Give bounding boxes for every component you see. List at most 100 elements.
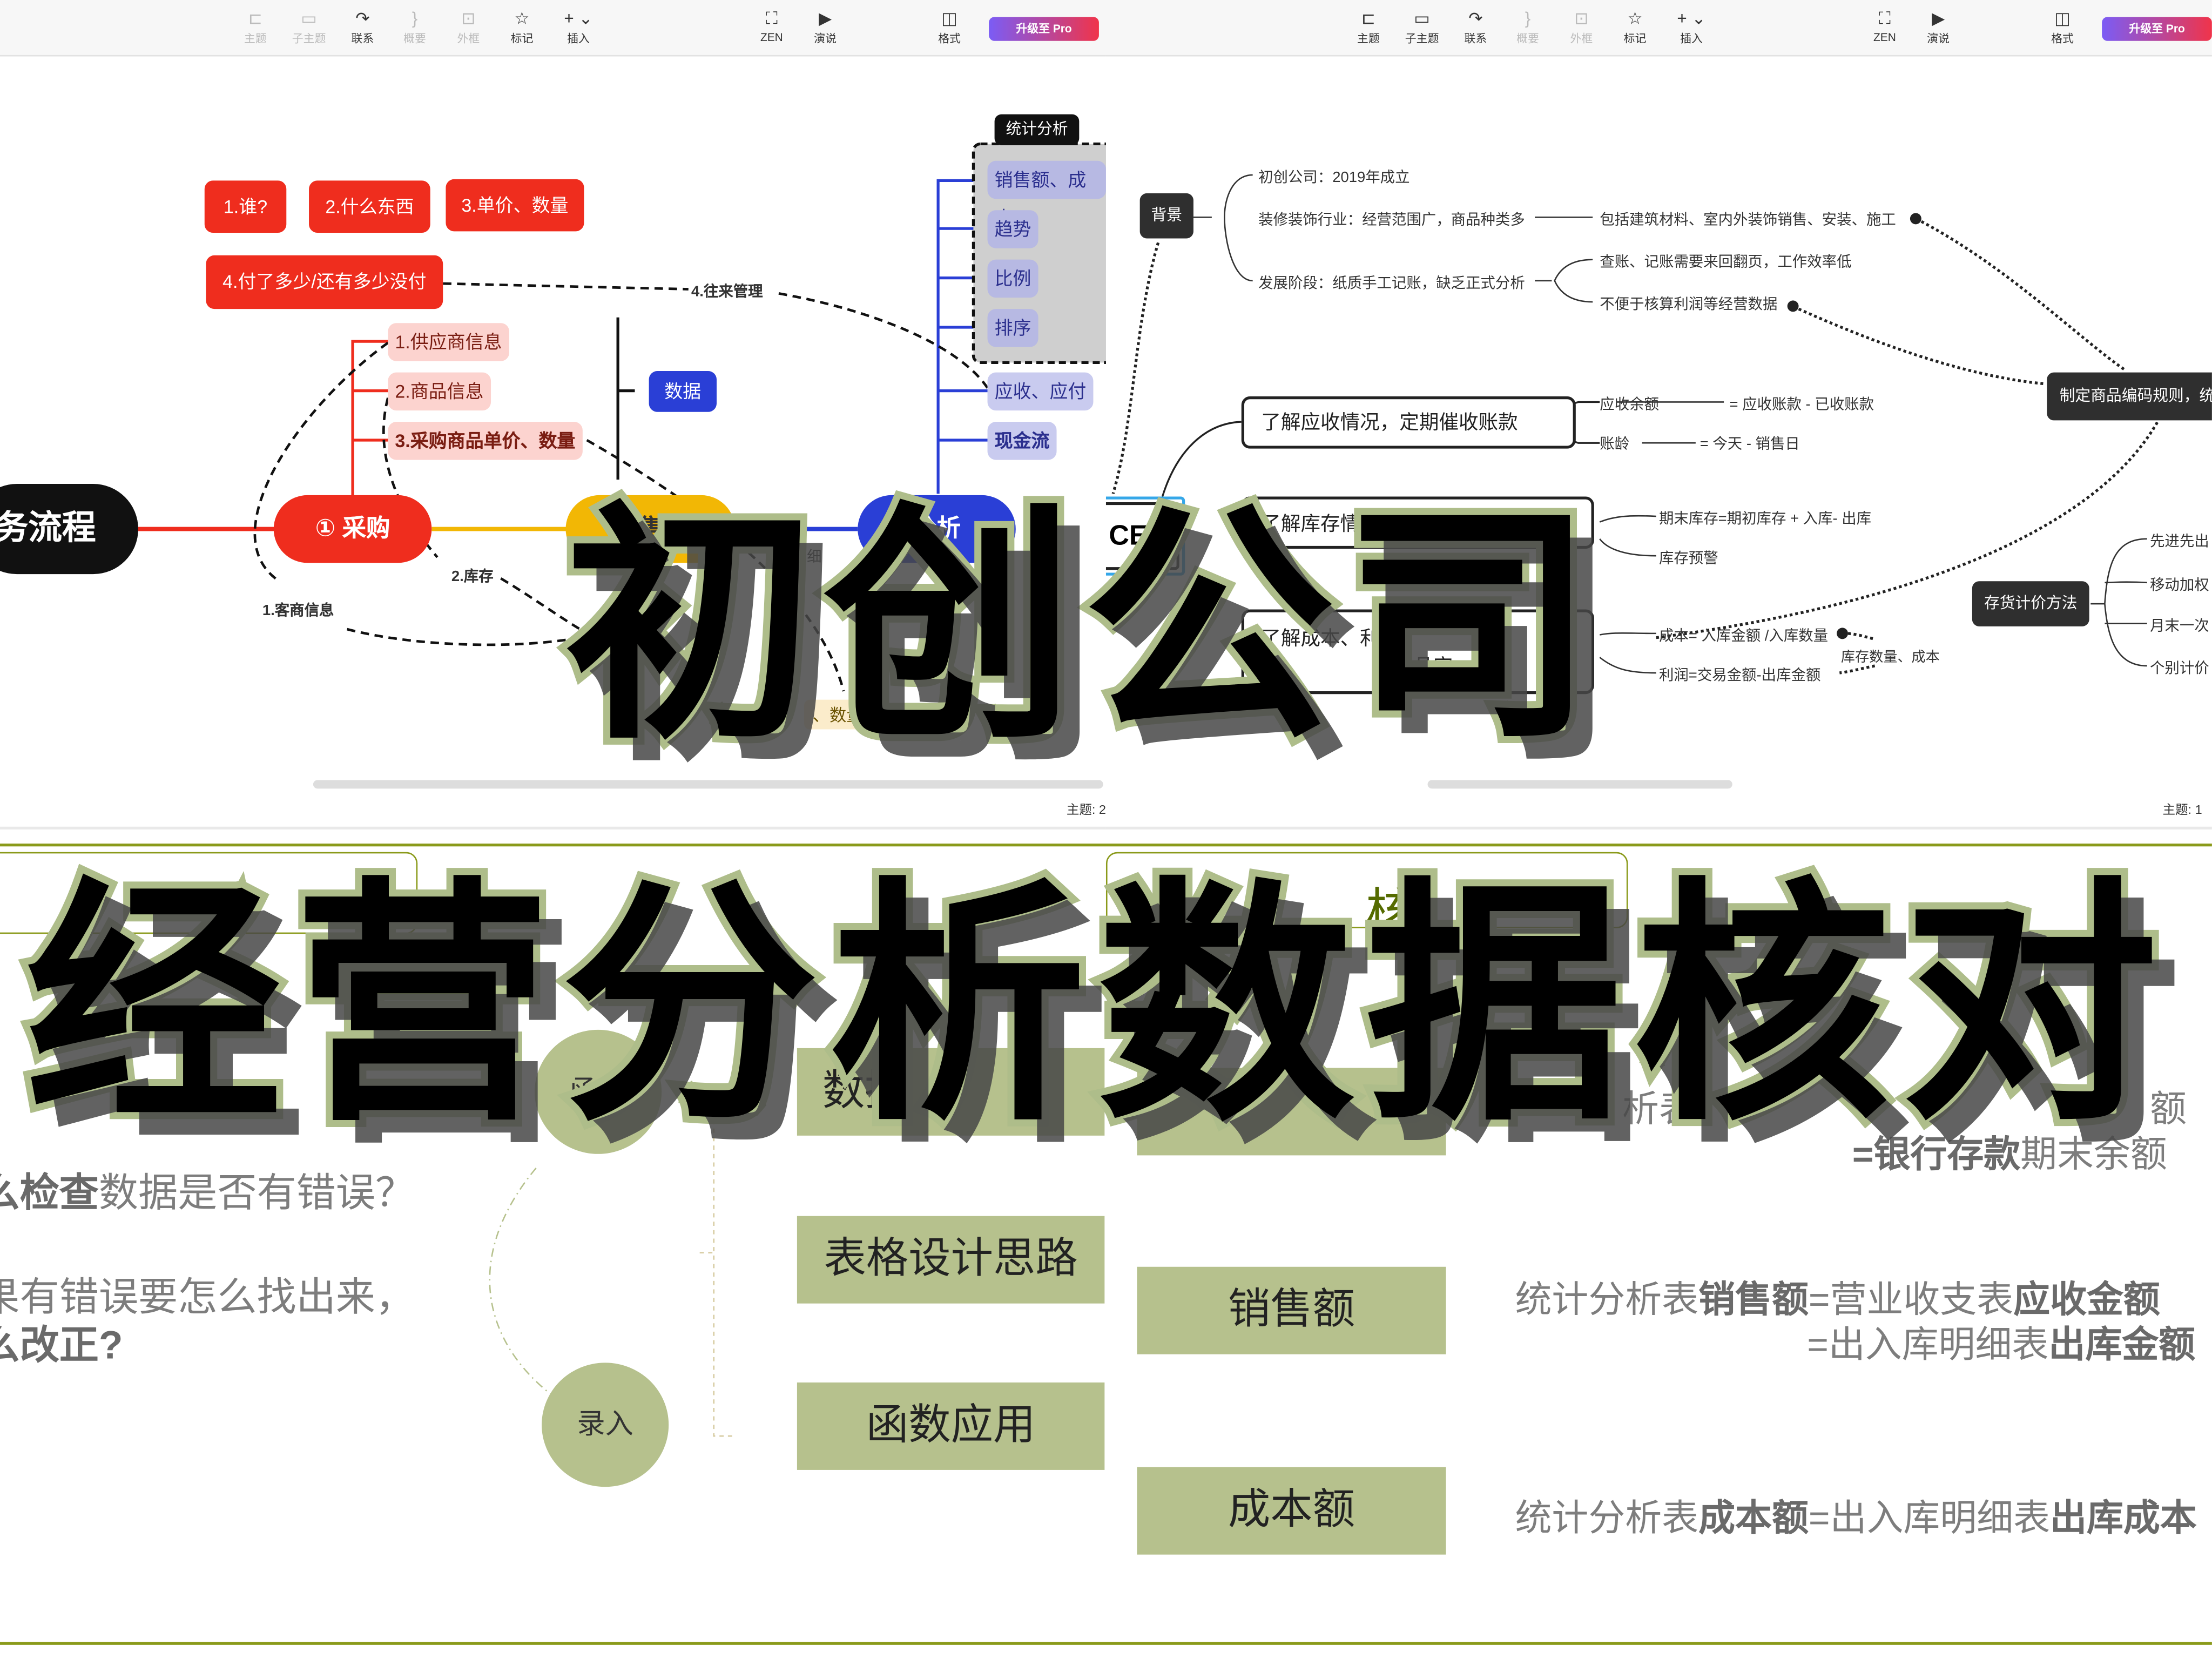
function-apply-box: 函数应用 bbox=[797, 1382, 1105, 1470]
insert-button[interactable]: + ⌄插入 bbox=[553, 9, 604, 47]
question-node[interactable]: 2.什么东西 bbox=[309, 180, 430, 233]
analysis-child-node[interactable]: 趋势 bbox=[987, 210, 1038, 248]
plus-icon: + ⌄ bbox=[1677, 8, 1706, 29]
label: 插入 bbox=[567, 32, 590, 45]
cost-box: 成本额 bbox=[1137, 1467, 1446, 1555]
cost-item[interactable]: 成本= 入库金额 /入库数量 bbox=[1658, 628, 1829, 645]
upgrade-pro-button[interactable]: 升级至 Pro bbox=[2102, 17, 2212, 41]
summary-button[interactable]: }概要 bbox=[389, 9, 440, 47]
excel-node-selected[interactable]: CEL bbox=[1105, 496, 1185, 576]
t: 么 bbox=[0, 1171, 20, 1215]
quantity-node[interactable]: 、数量 bbox=[804, 699, 872, 730]
label: 联系 bbox=[351, 32, 374, 45]
marker-button[interactable]: ☆标记 bbox=[1610, 9, 1661, 47]
summary-button[interactable]: }概要 bbox=[1502, 9, 1553, 47]
background-item[interactable]: 装修装饰行业：经营范围广，商品种类多 bbox=[1258, 211, 1525, 229]
background-item[interactable]: 初创公司：2019年成立 bbox=[1258, 169, 1410, 186]
background-subitem[interactable]: 不便于核算利润等经营数据 bbox=[1600, 296, 1778, 313]
boundary-icon: ⊡ bbox=[1574, 8, 1589, 29]
subtopic-button[interactable]: ▭子主题 bbox=[1397, 9, 1447, 47]
analysis-child-node[interactable]: 现金流 bbox=[987, 422, 1057, 460]
inventory-item[interactable]: 库存预警 bbox=[1658, 550, 1718, 568]
format-button[interactable]: ◫格式 bbox=[2037, 9, 2088, 47]
analysis-child-node[interactable]: 排序 bbox=[987, 309, 1038, 347]
topic-button[interactable]: ⊏主题 bbox=[1343, 9, 1394, 47]
t: 检查 bbox=[19, 1171, 99, 1215]
cost-profit-node[interactable]: 了解成本、利及产品定 bbox=[1241, 609, 1594, 694]
valuation-item[interactable]: 个别计价 bbox=[2149, 660, 2209, 677]
analysis-child-node[interactable]: 销售额、成本 bbox=[987, 160, 1106, 228]
panel-icon: ◫ bbox=[941, 8, 957, 29]
background-subitem[interactable]: 查账、记账需要来回翻页，工作效率低 bbox=[1600, 254, 1852, 271]
purchase-child-node[interactable]: 3.采购商品单价、数量 bbox=[388, 422, 583, 460]
insert-button[interactable]: + ⌄插入 bbox=[1666, 9, 1717, 47]
topic-count: 主题: 1 bbox=[2162, 802, 2202, 817]
label: ZEN bbox=[1873, 31, 1896, 44]
marker-button[interactable]: ☆标记 bbox=[496, 9, 547, 47]
purchase-child-node[interactable]: 2.商品信息 bbox=[388, 372, 491, 411]
horizontal-scrollbar[interactable] bbox=[1427, 780, 1732, 789]
horizontal-scrollbar[interactable] bbox=[313, 780, 1103, 789]
boundary-icon: ⊡ bbox=[461, 8, 476, 29]
background-node[interactable]: 背景 bbox=[1139, 193, 1193, 239]
boundary-button[interactable]: ⊡外框 bbox=[1556, 9, 1607, 47]
mindmap-panel-left: ⊏主题 ▭子主题 ↷联系 }概要 ⊡外框 ☆标记 + ⌄插入 ⛶ZEN ▶演说 … bbox=[0, 0, 1106, 830]
t: =出入库明细表 bbox=[1808, 1496, 2051, 1539]
analysis-node[interactable]: 分析 bbox=[858, 495, 1016, 563]
valuation-item[interactable]: 月末一次 bbox=[2149, 618, 2209, 635]
play-icon: ▶ bbox=[1932, 8, 1945, 29]
valuation-item[interactable]: 移动加权 bbox=[2149, 577, 2209, 594]
slide-bottom-rule bbox=[0, 1642, 2212, 1644]
subtopic-button[interactable]: ▭子主题 bbox=[284, 9, 334, 47]
label: 格式 bbox=[2051, 32, 2074, 45]
stats-boundary-label: 统计分析 bbox=[994, 114, 1080, 146]
slide-connectors bbox=[489, 1111, 734, 1437]
zen-button[interactable]: ⛶ ZEN bbox=[1859, 9, 1910, 44]
t: 出库成本 bbox=[2050, 1496, 2197, 1539]
sales-node[interactable]: 售 bbox=[565, 495, 735, 563]
fullscreen-icon: ⛶ bbox=[1878, 8, 1891, 29]
format-button[interactable]: ◫ 格式 bbox=[924, 9, 975, 47]
topic-button[interactable]: ⊏主题 bbox=[230, 9, 281, 47]
inventory-node[interactable]: 了解库存情况，及时补货，处理积压 bbox=[1241, 496, 1594, 549]
summary-icon: } bbox=[412, 8, 418, 29]
overlay-title-line2: 经营分析数据核对 bbox=[18, 851, 2170, 1161]
upgrade-pro-button[interactable]: 升级至 Pro bbox=[989, 17, 1099, 41]
question-node[interactable]: 1.谁? bbox=[204, 180, 287, 233]
analysis-child-node[interactable]: 应收、应付 bbox=[987, 372, 1094, 411]
section-tab-left bbox=[0, 852, 418, 934]
background-item[interactable]: 发展阶段：纸质手工记账，缺乏正式分析 bbox=[1258, 275, 1525, 292]
data-node[interactable]: 数据 bbox=[649, 371, 717, 412]
divider bbox=[0, 826, 1106, 830]
question-node[interactable]: 4.付了多少/还有多少没付 bbox=[206, 255, 443, 309]
cash-box bbox=[1137, 1068, 1446, 1156]
valuation-node[interactable]: 存货计价方法 bbox=[1972, 581, 2089, 626]
label: 子主题 bbox=[292, 32, 326, 45]
receivable-item[interactable]: 应收余额 bbox=[1600, 396, 1659, 414]
present-button[interactable]: ▶演说 bbox=[1913, 9, 1964, 47]
purchase-child-node[interactable]: 1.供应商信息 bbox=[388, 323, 509, 361]
root-node[interactable]: 务流程 bbox=[0, 483, 138, 575]
background-subitem[interactable]: 包括建筑材料、室内外装饰销售、安装、施工 bbox=[1600, 211, 1896, 229]
receivable-item[interactable]: 账龄 bbox=[1600, 436, 1630, 453]
sales-formula: 统计分析表销售额=营业收支表应收金额 bbox=[1515, 1271, 2160, 1324]
t: 成本额 bbox=[1698, 1496, 1809, 1539]
boundary-button[interactable]: ⊡外框 bbox=[443, 9, 494, 47]
play-icon: ▶ bbox=[819, 8, 832, 29]
coding-rule-node[interactable]: 制定商品编码规则，统 bbox=[2047, 372, 2212, 421]
present-button[interactable]: ▶演说 bbox=[800, 9, 851, 47]
label: 格式 bbox=[938, 32, 961, 45]
relation-button[interactable]: ↷联系 bbox=[1450, 9, 1501, 47]
label: 概要 bbox=[1516, 32, 1539, 45]
zen-button[interactable]: ⛶ZEN bbox=[746, 9, 797, 44]
relation-button[interactable]: ↷联系 bbox=[337, 9, 388, 47]
question-node[interactable]: 3.单价、数量 bbox=[446, 179, 584, 232]
inventory-item[interactable]: 期末库存=期初库存 + 入库- 出库 bbox=[1658, 510, 1872, 528]
receivable-node[interactable]: 了解应收情况，定期催收账款 bbox=[1241, 396, 1576, 449]
t: 销售额 bbox=[1698, 1278, 1809, 1321]
purchase-node[interactable]: ① 采购 bbox=[273, 495, 432, 563]
cost-item[interactable]: 利润=交易金额-出库金额 bbox=[1658, 667, 1821, 684]
valuation-item[interactable]: 先进先出 bbox=[2149, 533, 2209, 550]
analysis-child-node[interactable]: 比例 bbox=[987, 259, 1038, 298]
mindmap-panel-right: ⊏主题 ▭子主题 ↷联系 }概要 ⊡外框 ☆标记 + ⌄插入 ⛶ZEN ▶演说 … bbox=[1105, 0, 2212, 830]
